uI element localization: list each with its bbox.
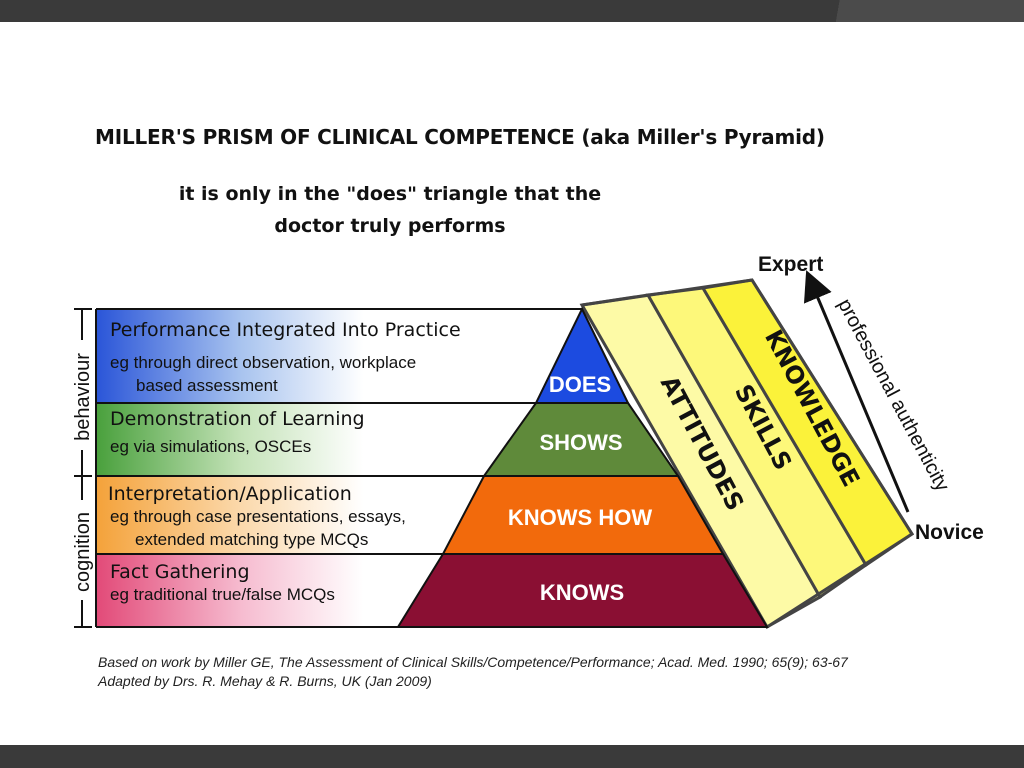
subtitle-line-2: doctor truly performs — [274, 215, 506, 237]
level-2-desc-line1: eg via simulations, OSCEs — [110, 437, 311, 456]
tier-knows-shape — [396, 553, 769, 628]
credits-line-2: Adapted by Drs. R. Mehay & R. Burns, UK … — [98, 673, 432, 689]
tier-knows-how-label: KNOWS HOW — [508, 505, 652, 530]
level-3-desc-line2: extended matching type MCQs — [135, 530, 368, 549]
level-4-title: Fact Gathering — [110, 561, 250, 583]
cognition-label: cognition — [72, 512, 94, 592]
level-1-desc-line1: eg through direct observation, workplace — [110, 353, 416, 372]
level-2-title: Demonstration of Learning — [110, 408, 365, 430]
prism-faces — [579, 278, 915, 630]
level-1-title: Performance Integrated Into Practice — [110, 319, 461, 341]
diagram-title: MILLER'S PRISM OF CLINICAL COMPETENCE (a… — [95, 125, 825, 149]
diagram-subtitle: it is only in the "does" triangle that t… — [140, 178, 640, 242]
novice-label: Novice — [915, 521, 984, 544]
top-bar-accent — [814, 0, 1024, 22]
bottom-bar — [0, 745, 1024, 768]
expert-label: Expert — [758, 253, 823, 276]
pyramid: DOES SHOWS KNOWS HOW KNOWS — [396, 306, 769, 628]
tier-does-label: DOES — [549, 372, 611, 397]
credits-line-1: Based on work by Miller GE, The Assessme… — [98, 654, 848, 670]
level-texts: Performance Integrated Into Practice eg … — [108, 319, 461, 604]
credits: Based on work by Miller GE, The Assessme… — [98, 653, 998, 691]
behaviour-label: behaviour — [72, 353, 94, 441]
tier-shows-label: SHOWS — [539, 430, 622, 455]
top-bar — [0, 0, 1024, 22]
level-3-title: Interpretation/Application — [108, 483, 352, 505]
side-brackets: behaviour cognition — [70, 308, 94, 628]
authenticity-arrow — [803, 270, 910, 513]
level-1-desc-line2: based assessment — [136, 376, 278, 395]
level-4-desc-line1: eg traditional true/false MCQs — [110, 585, 335, 604]
subtitle-line-1: it is only in the "does" triangle that t… — [178, 183, 602, 205]
tier-knows-label: KNOWS — [540, 580, 624, 605]
level-3-desc-line1: eg through case presentations, essays, — [110, 507, 406, 526]
